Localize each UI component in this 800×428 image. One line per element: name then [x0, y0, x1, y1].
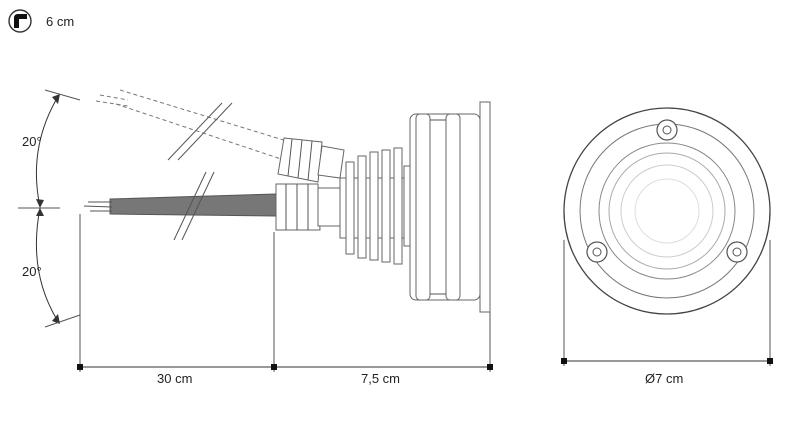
angle-lower-ref-line [44, 314, 81, 328]
angle-arc-upper [35, 94, 60, 208]
heat-sink [339, 147, 411, 265]
angle-upper-ref-line [44, 89, 81, 101]
screw-left [586, 241, 608, 263]
angle-upper-label: 20° [22, 134, 42, 149]
angle-arc-lower [35, 207, 60, 324]
cable-gland-straight [275, 183, 341, 231]
fixture-front-view [563, 107, 771, 315]
screw-top [656, 119, 678, 141]
screw-right [726, 241, 748, 263]
bend-radius-label: 6 cm [46, 14, 74, 29]
dimension-side [77, 214, 493, 372]
bend-radius-icon [8, 9, 32, 33]
cable-gland-tilted [277, 137, 345, 183]
diameter-label: Ø7 cm [645, 371, 683, 386]
angle-lower-label: 20° [22, 264, 42, 279]
cable-straight [83, 171, 277, 241]
fixture-body-side [409, 101, 491, 313]
cable-length-label: 30 cm [157, 371, 192, 386]
cable-tilted-dashed [95, 89, 291, 161]
body-length-label: 7,5 cm [361, 371, 400, 386]
dimension-diameter [561, 240, 773, 366]
